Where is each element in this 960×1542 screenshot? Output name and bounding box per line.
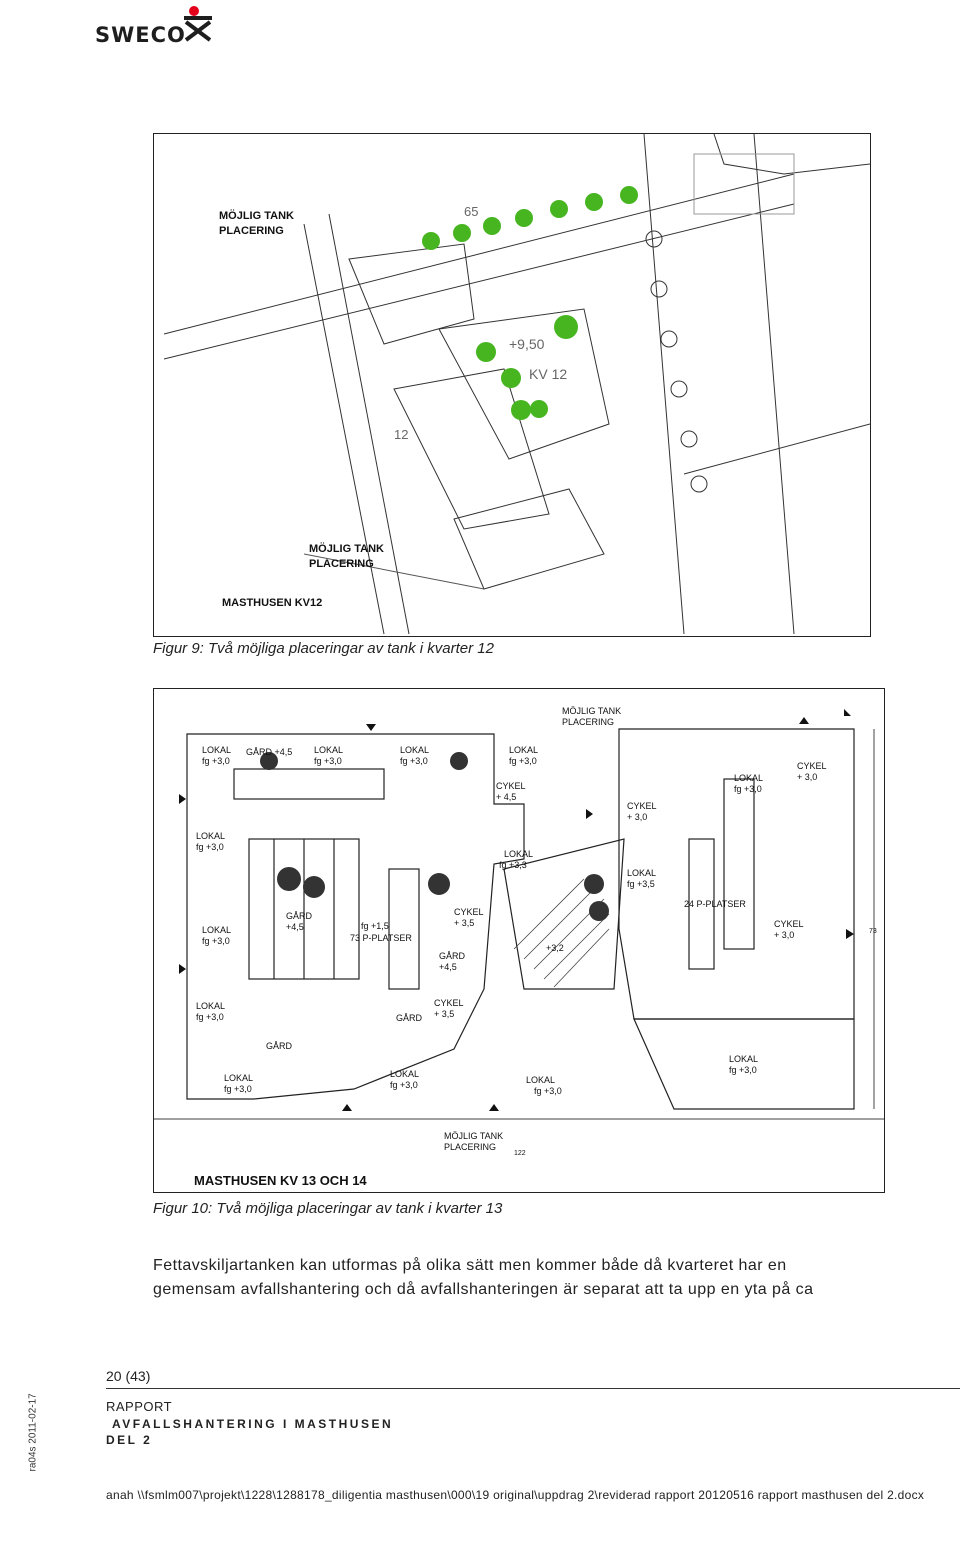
fig2-tank-bottom-line1: MÖJLIG TANK [444,1131,503,1141]
sweco-logo: SWECO [95,6,212,47]
fig2-lokal-4: LOKAL [509,745,538,755]
floor-plan-kv13-14: LOKAL fg +3,0 GÅRD +4,5 LOKAL fg +3,0 LO… [153,688,885,1193]
fig1-num-12: 12 [394,427,408,442]
fig1-tank-top-line1: MÖJLIG TANK [219,209,294,222]
fig2-p73: 73 P-PLATSER [350,933,412,943]
fig2-fg-4: fg +3,0 [509,756,537,766]
fig2-level-32: +3,2 [546,943,564,953]
fig2-fg-9: fg +3,0 [224,1084,252,1094]
fig2-cykel-1: CYKEL [496,781,526,791]
fig2-dim-122: 122 [514,1150,526,1157]
fig2-lokal-1: LOKAL [202,745,231,755]
fig1-tank-bottom-line1: MÖJLIG TANK [309,542,384,555]
fig2-gard-1: GÅRD +4,5 [246,747,292,757]
fig2-fg-1: fg +3,0 [202,756,230,766]
logo-text: SWECO [95,23,186,47]
fig2-fg-6: fg +3,3 [499,860,527,870]
fig2-fg-14: fg +3,0 [729,1065,757,1075]
site-plan-kv12-drawing: MÖJLIG TANK PLACERING MÖJLIG TANK PLACER… [163,134,870,635]
fig1-block: KV 12 [529,366,567,382]
fig2-cykel-6-level: + 3,0 [774,930,794,940]
fig2-p24: 24 P-PLATSER [684,899,746,909]
floor-plan-kv13-14-drawing: LOKAL fg +3,0 GÅRD +4,5 LOKAL fg +3,0 LO… [154,706,884,1188]
fig2-dim-73: 73 [869,928,877,935]
file-path: anah \\fsmlm007\projekt\1228\1288178_dil… [106,1488,925,1502]
report-type: RAPPORT [106,1399,173,1414]
fig2-cykel-4: CYKEL [797,761,827,771]
body-paragraph: Fettavskiljartanken kan utformas på olik… [153,1254,960,1302]
fig2-cykel-3-level: + 3,5 [434,1009,454,1019]
figure-9-caption: Figur 9: Två möjliga placeringar av tank… [153,640,494,657]
fig2-cykel-3: CYKEL [434,998,464,1008]
fig2-lokal-6: LOKAL [504,849,533,859]
fig2-lokal-12: LOKAL [734,773,763,783]
fig2-gard-2-level: +4,5 [286,922,304,932]
fig2-lokal-8: LOKAL [196,1001,225,1011]
report-title: AVFALLSHANTERING I MASTHUSEN [112,1417,394,1431]
fig2-fg-10: fg +3,0 [390,1080,418,1090]
body-line-2: gemensam avfallshantering och då avfalls… [153,1281,814,1298]
fig2-cykel-6: CYKEL [774,919,804,929]
fig2-cykel-5: CYKEL [627,801,657,811]
fig2-lokal-11: LOKAL [526,1075,555,1085]
fig2-fg-12: fg +3,0 [734,784,762,794]
fig2-title: MASTHUSEN KV 13 OCH 14 [194,1173,367,1188]
fig2-lokal-14: LOKAL [729,1054,758,1064]
side-code: ra04s 2011-02-17 [27,1393,39,1472]
fig2-tank-bottom-line2: PLACERING [444,1142,496,1152]
site-plan-kv12: MÖJLIG TANK PLACERING MÖJLIG TANK PLACER… [153,133,871,637]
fig1-tank-bottom-line2: PLACERING [309,558,374,570]
fig2-tank-top-line2: PLACERING [562,717,614,727]
fig2-gard-4: GÅRD [396,1013,423,1023]
fig2-gard-3-level: +4,5 [439,962,457,972]
footer-divider [106,1388,960,1389]
fig2-cykel-2: CYKEL [454,907,484,917]
fig2-lokal-5: LOKAL [196,831,225,841]
fig1-level: +9,50 [509,336,545,352]
fig1-num-65: 65 [464,204,478,219]
fig2-lokal-7: LOKAL [202,925,231,935]
report-part: DEL 2 [106,1433,153,1447]
fig2-gard-3: GÅRD [439,951,466,961]
fig2-lokal-10: LOKAL [390,1069,419,1079]
fig2-cykel-1-level: + 4,5 [496,792,516,802]
page-number: 20 (43) [106,1368,151,1384]
fig2-cykel-5-level: + 3,0 [627,812,647,822]
fig2-fg-2: fg +3,0 [314,756,342,766]
fig2-lokal-3: LOKAL [400,745,429,755]
fig2-fg-5: fg +3,0 [196,842,224,852]
fig2-gard-2: GÅRD [286,911,313,921]
fig2-lokal-9: LOKAL [224,1073,253,1083]
body-line-1: Fettavskiljartanken kan utformas på olik… [153,1257,787,1274]
fig2-fg15: fg +1,5 [361,921,389,931]
fig1-title: MASTHUSEN KV12 [222,597,322,609]
fig2-fg-11: fg +3,0 [534,1086,562,1096]
sweco-mark-icon [184,6,212,42]
fig1-tank-top-line2: PLACERING [219,225,284,237]
fig2-cykel-4-level: + 3,0 [797,772,817,782]
fig2-fg-13: fg +3,5 [627,879,655,889]
figure-10-caption: Figur 10: Två möjliga placeringar av tan… [153,1200,503,1217]
fig2-fg-7: fg +3,0 [202,936,230,946]
fig2-cykel-2-level: + 3,5 [454,918,474,928]
fig2-lokal-2: LOKAL [314,745,343,755]
fig2-fg-8: fg +3,0 [196,1012,224,1022]
fig2-tank-top-line1: MÖJLIG TANK [562,706,621,716]
fig2-fg-3: fg +3,0 [400,756,428,766]
fig2-lokal-13: LOKAL [627,868,656,878]
fig2-gard-5: GÅRD [266,1041,293,1051]
